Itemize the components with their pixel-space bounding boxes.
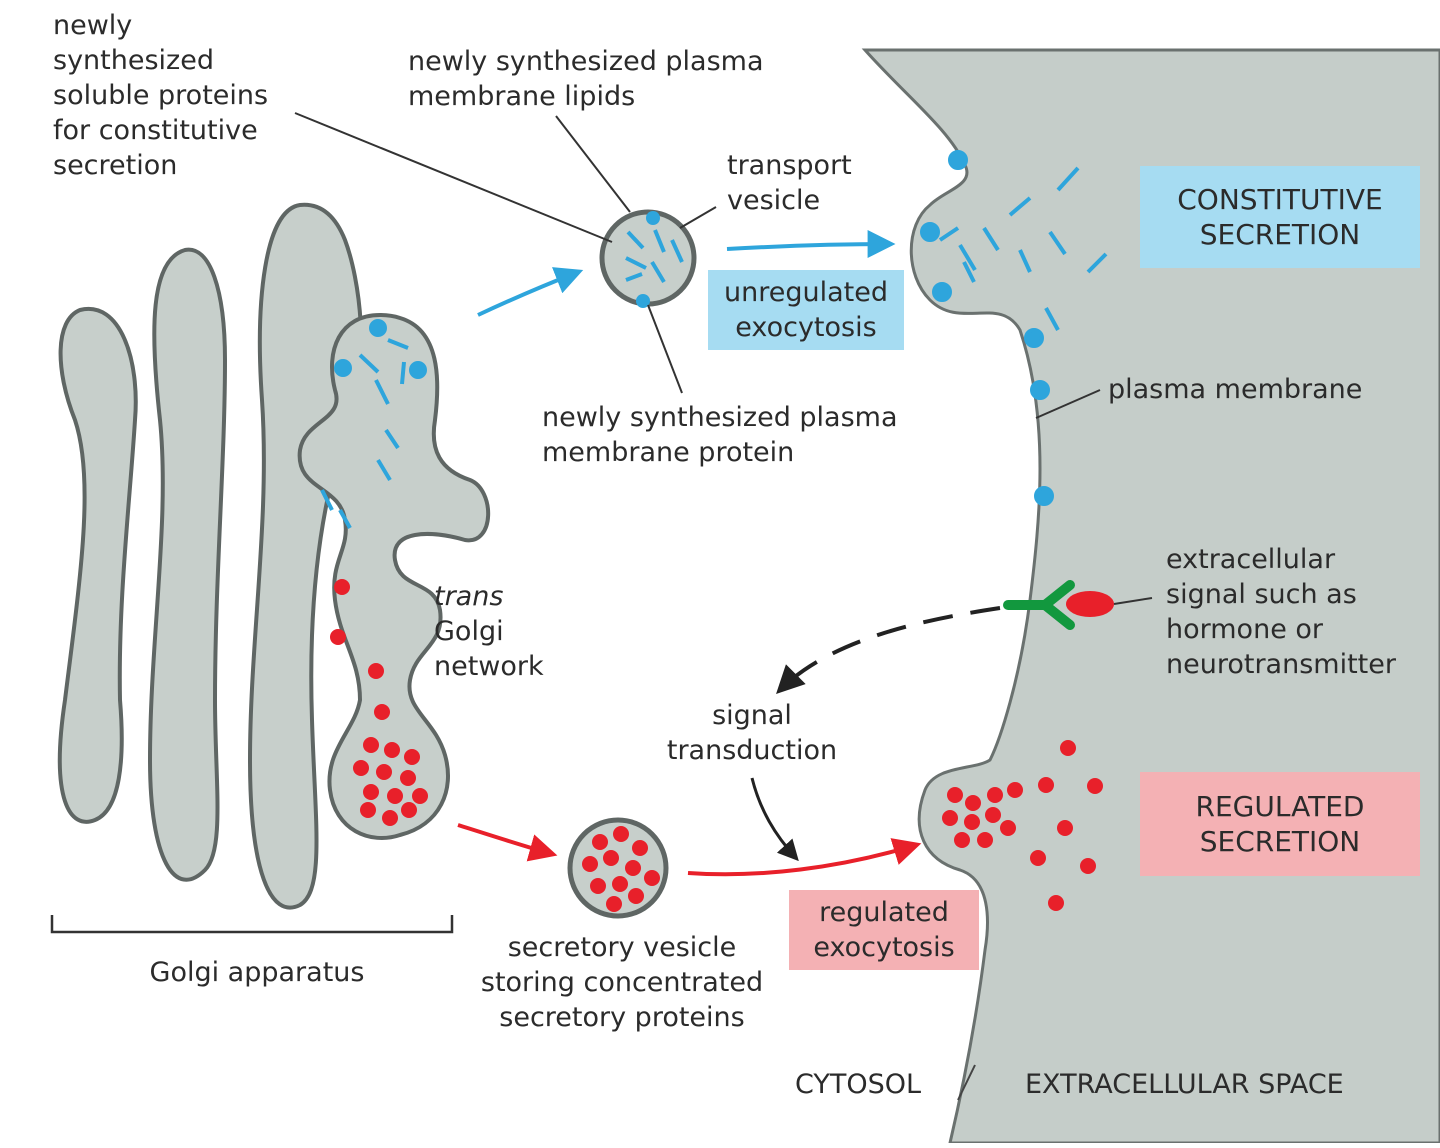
golgi-blue-cargo — [320, 319, 427, 529]
arrow-secretory-to-membrane — [687, 838, 922, 877]
constitutive-secretion-box: CONSTITUTIVE SECRETION — [1140, 166, 1420, 268]
signal-molecule — [1066, 591, 1114, 617]
label-trans-italic: trans — [434, 581, 504, 612]
golgi-cisterna-2 — [147, 247, 228, 882]
label-signal-transduction: signal transduction — [666, 700, 838, 766]
regulated-secretion-box: REGULATED SECRETION — [1140, 772, 1420, 876]
label-membrane-protein: newly synthesized plasma membrane protei… — [542, 402, 898, 468]
arrow-golgi-to-transport — [477, 267, 584, 317]
label-plasma-membrane: plasma membrane — [1108, 374, 1363, 405]
label-transport-vesicle: transport vesicle — [727, 150, 852, 216]
receptor — [1003, 580, 1075, 630]
constitutive-released-cargo — [920, 150, 1108, 506]
secretory-vesicle — [567, 817, 669, 919]
golgi-stack — [57, 202, 491, 910]
arrow-transduction — [750, 777, 799, 862]
transport-vesicle — [599, 209, 697, 308]
unregulated-exocytosis-box: unregulated exocytosis — [708, 270, 904, 350]
region-divider — [957, 1064, 976, 1101]
arrow-signal-dashed — [776, 606, 1001, 694]
arrow-golgi-to-secretory — [457, 823, 558, 862]
label-soluble-proteins: newly synthesized soluble proteins for c… — [53, 10, 269, 181]
label-extracellular-signal: extracellular signal such as hormone or … — [1166, 544, 1396, 680]
label-golgi-network: Golgi network — [434, 616, 544, 682]
regulated-released-cargo — [942, 740, 1103, 911]
trans-golgi-network — [297, 312, 491, 840]
golgi-cisterna-1 — [57, 306, 138, 824]
label-cytosol: CYTOSOL — [795, 1069, 922, 1100]
leader-lines — [294, 112, 1153, 605]
label-secretory-vesicle: secretory vesicle storing concentrated s… — [480, 932, 764, 1033]
arrow-transport-to-membrane — [726, 230, 896, 259]
golgi-red-cargo — [330, 579, 428, 826]
label-extracellular-space: EXTRACELLULAR SPACE — [1025, 1069, 1344, 1100]
label-golgi-apparatus: Golgi apparatus — [149, 957, 365, 988]
regulated-exocytosis-box: regulated exocytosis — [789, 890, 979, 970]
label-membrane-lipids: newly synthesized plasma membrane lipids — [408, 46, 764, 112]
golgi-bracket — [50, 915, 454, 934]
